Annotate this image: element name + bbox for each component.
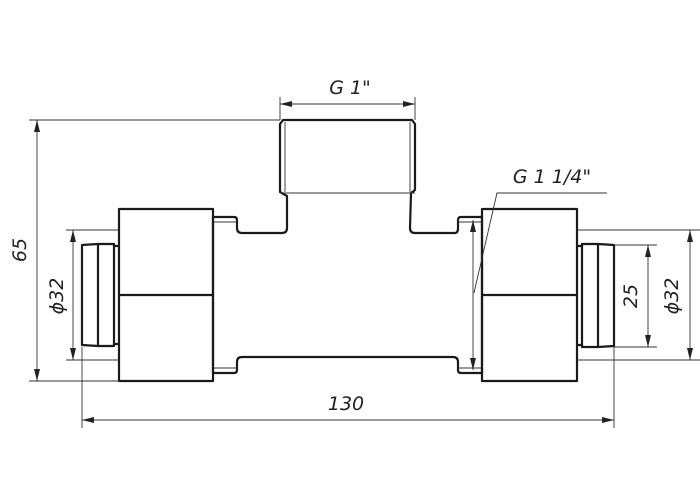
length-label: 130	[328, 393, 364, 415]
left-nut	[117, 207, 215, 383]
dimension-height: 65	[9, 119, 280, 382]
right-pipe-insert	[577, 242, 616, 349]
right-nut	[480, 207, 579, 383]
tee-body	[211, 118, 484, 375]
dimension-left-diameter: ϕ32	[46, 229, 119, 361]
height-label: 65	[9, 238, 31, 262]
dimension-side-thread: G 1 1/4"	[470, 166, 607, 370]
dimension-length: 130	[81, 347, 615, 428]
left-pipe-insert	[80, 242, 119, 348]
dimension-top-thread: G 1"	[279, 77, 416, 120]
side-thread-label: G 1 1/4"	[513, 166, 591, 188]
top-thread-label: G 1"	[329, 77, 371, 99]
left-diameter-label: ϕ32	[46, 278, 68, 315]
dimension-right-diameter: ϕ32	[577, 229, 700, 361]
dimension-inner-pipe: 25	[614, 244, 657, 348]
inner-pipe-label: 25	[620, 284, 642, 308]
right-diameter-label: ϕ32	[661, 278, 683, 315]
